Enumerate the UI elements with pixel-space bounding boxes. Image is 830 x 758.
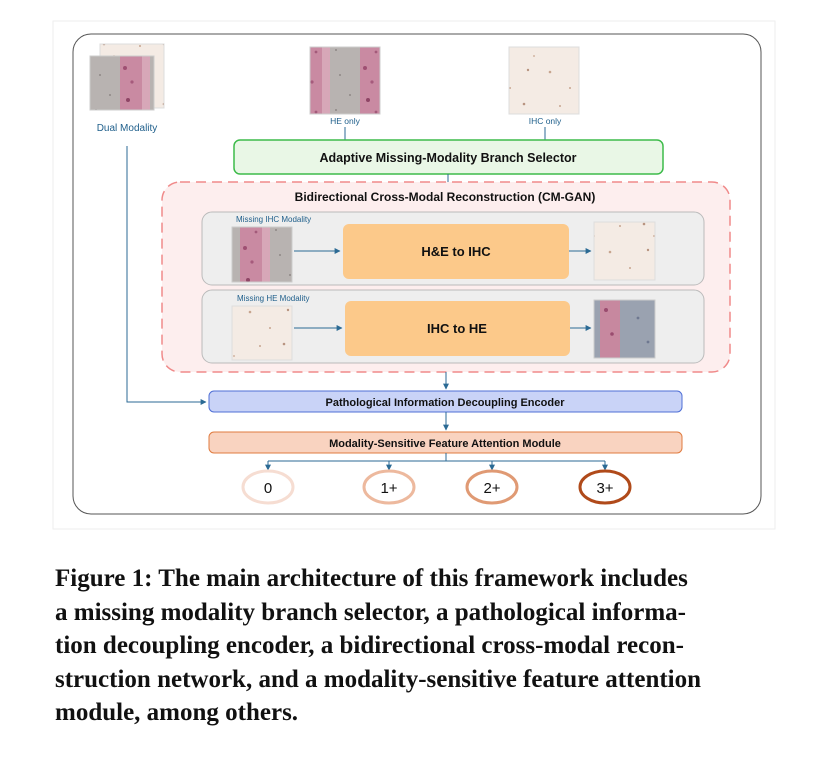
dual-modality-label: Dual Modality [97, 123, 158, 134]
score-0-label: 0 [264, 480, 272, 497]
figure-caption: Figure 1: The main architecture of this … [55, 562, 785, 730]
score-3-ellipse [578, 469, 632, 505]
attention-label: Modality-Sensitive Feature Attention Mod… [329, 438, 561, 450]
missing-he-label: Missing HE Modality [237, 294, 309, 303]
he-only-label: HE only [330, 116, 361, 126]
caption-line-4: struction network, and a modality-sensit… [55, 665, 702, 693]
cmgan-title: Bidirectional Cross-Modal Reconstruction… [295, 190, 596, 204]
score-1-ellipse [362, 469, 416, 505]
missing-ihc-input-thumbnail [231, 226, 293, 283]
dual-modality-path-arrow [126, 146, 207, 405]
caption-line-5: module, among others. [55, 699, 299, 726]
caption-line-2: a missing modality branch selector, a pa… [55, 598, 687, 626]
score-0-ellipse [241, 469, 295, 505]
he-to-ihc-label: H&E to IHC [421, 244, 491, 259]
ihc-only-thumbnail [508, 46, 580, 115]
score-3-label: 3+ [596, 480, 613, 497]
architecture-diagram: Dual Modality HE only IHC only Adaptive … [52, 20, 776, 530]
score-2-ellipse [465, 469, 519, 505]
generated-ihc-thumbnail [593, 221, 656, 281]
caption-line-1: Figure 1: The main architecture of this … [55, 565, 688, 592]
missing-ihc-label: Missing IHC Modality [236, 215, 311, 224]
missing-he-input-thumbnail [231, 305, 293, 361]
ihc-only-label: IHC only [529, 116, 562, 126]
caption-line-3: tion decoupling encoder, a bidirectional… [55, 632, 684, 659]
branch-selector-label: Adaptive Missing-Modality Branch Selecto… [320, 151, 577, 165]
outer-light-frame [52, 20, 776, 530]
ihc-to-he-block [345, 301, 570, 356]
ihc-to-he-label: IHC to HE [427, 321, 487, 336]
generated-he-thumbnail [593, 299, 656, 359]
dual-modality-image-stack [89, 43, 165, 111]
score-2-label: 2+ [483, 480, 500, 497]
he-to-ihc-block [343, 224, 569, 279]
he-only-thumbnail [309, 46, 381, 115]
dual-he-thumbnail [89, 55, 155, 111]
score-1-label: 1+ [380, 480, 397, 497]
encoder-label: Pathological Information Decoupling Enco… [326, 397, 566, 409]
